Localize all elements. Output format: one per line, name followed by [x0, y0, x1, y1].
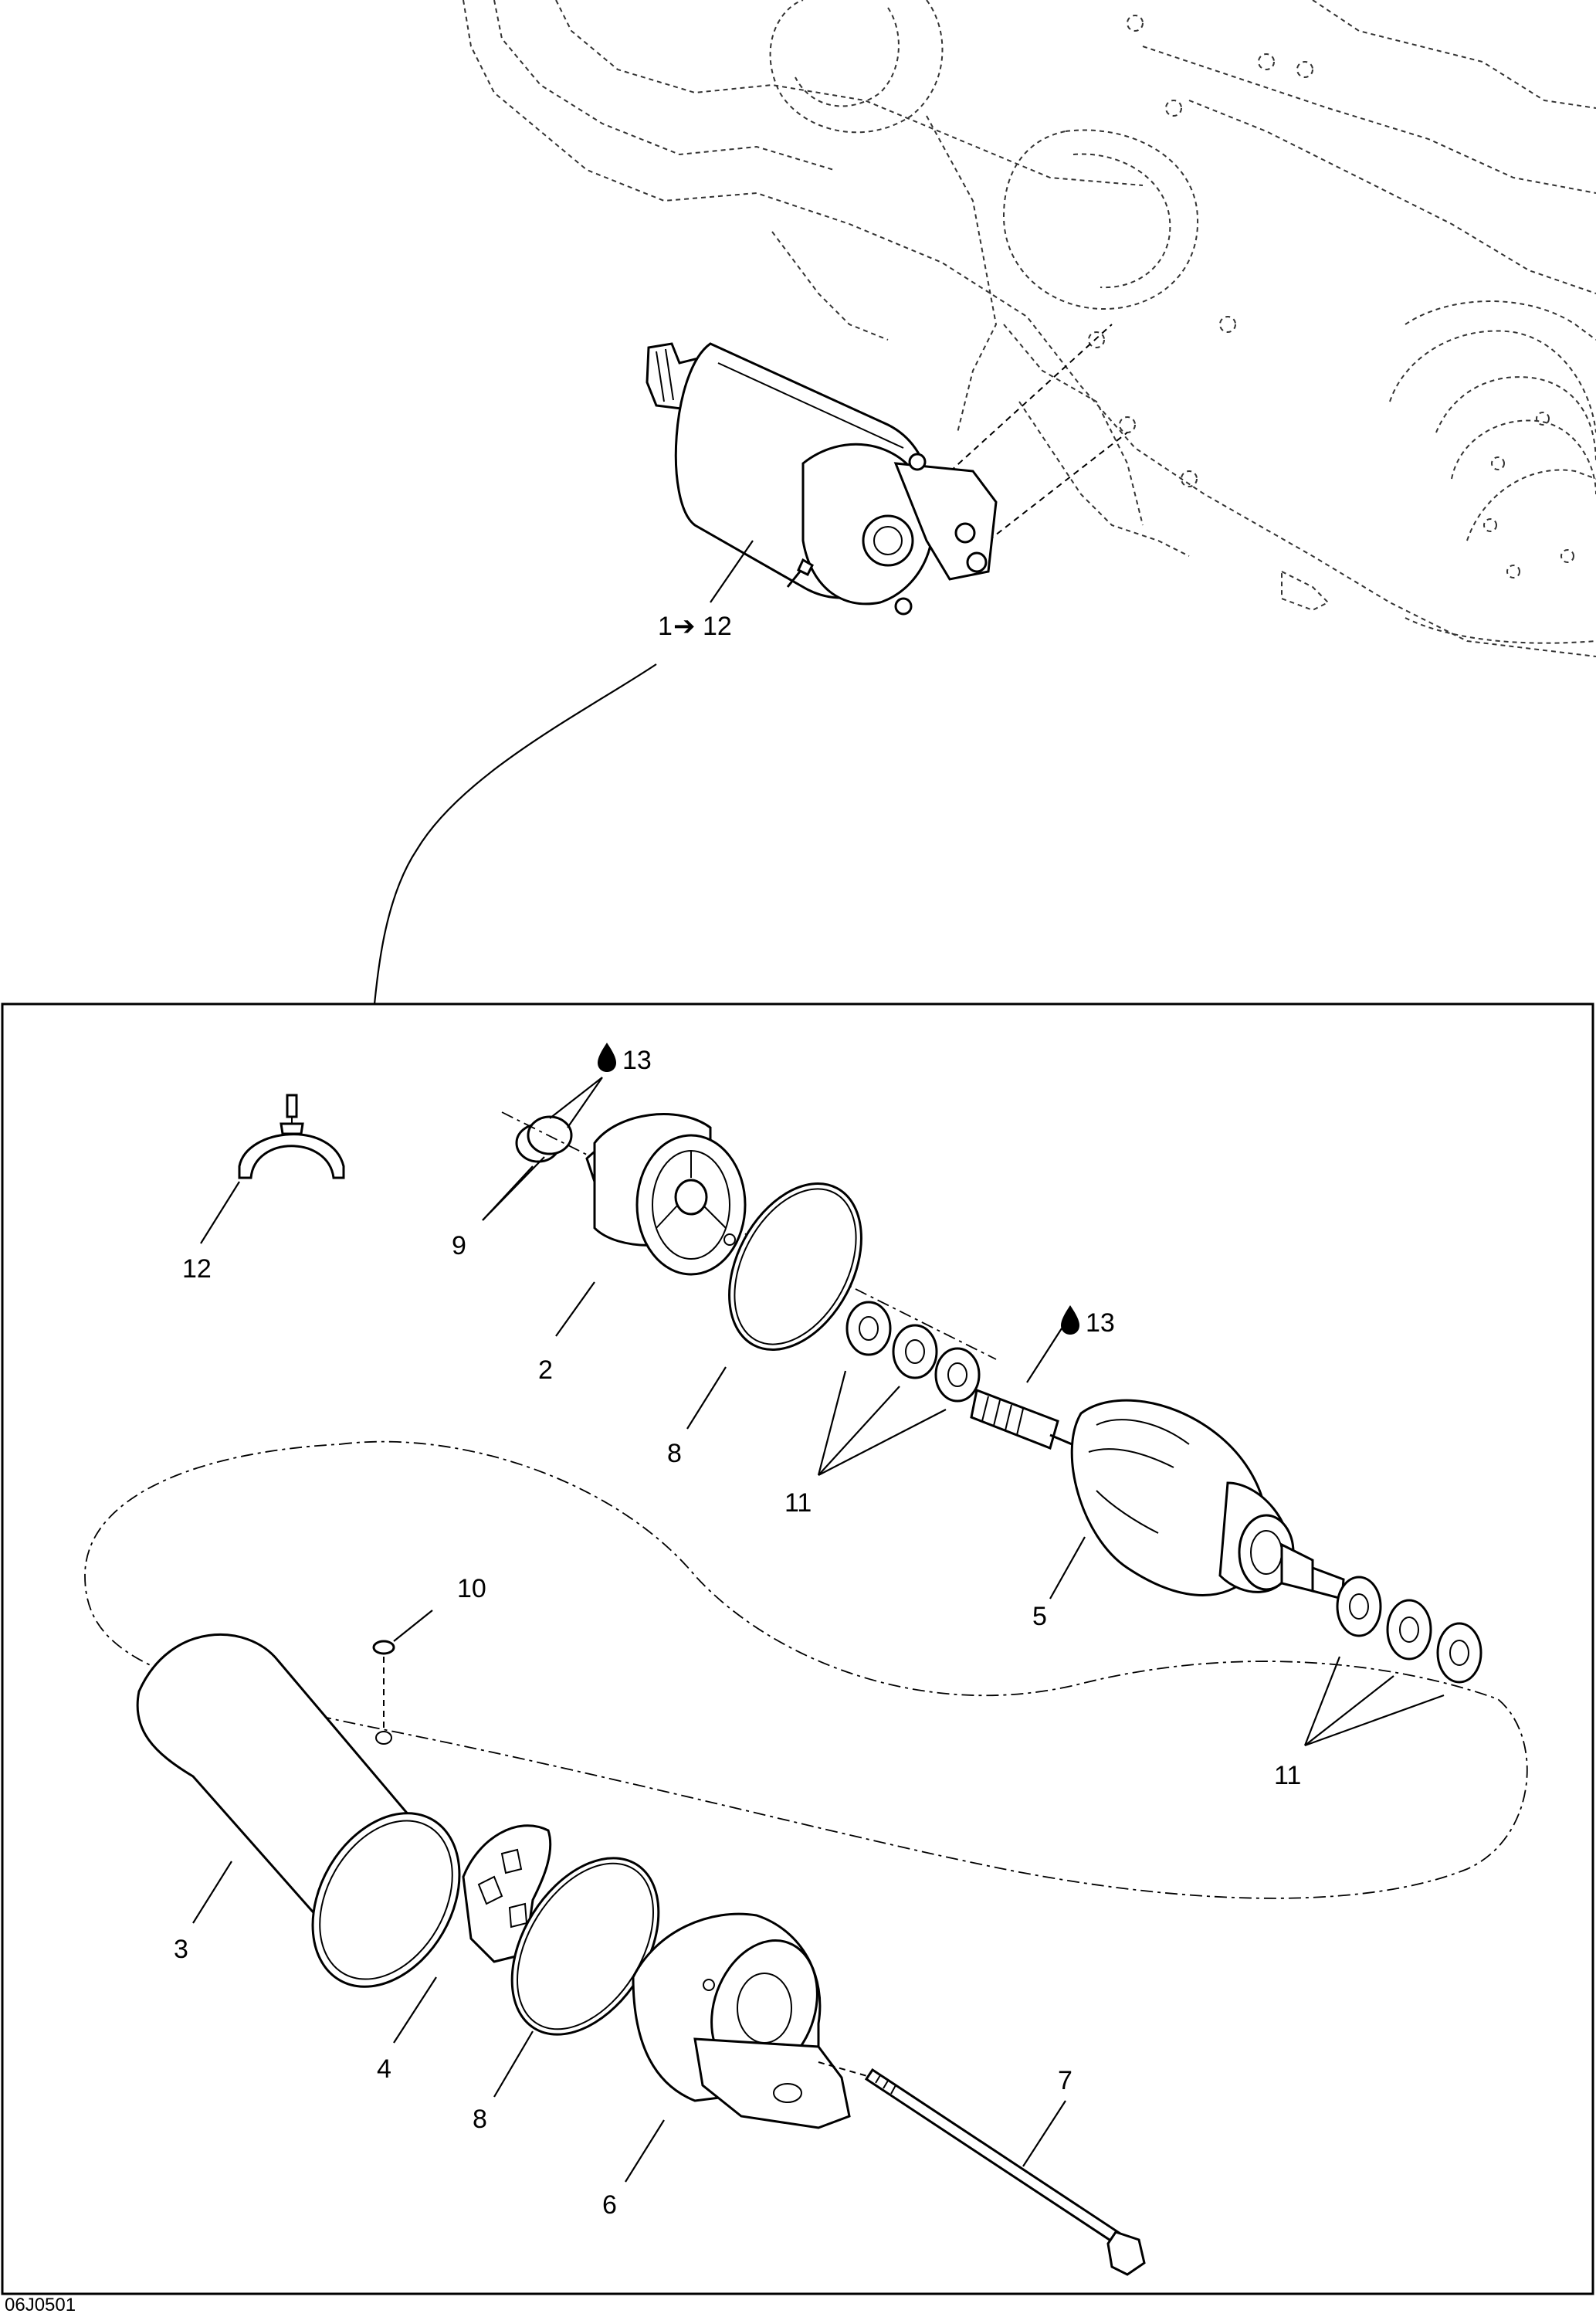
- part-5-armature: [970, 1388, 1345, 1600]
- part-3-yoke-housing: [136, 1633, 461, 1988]
- leader-13-mid: [1026, 1328, 1062, 1383]
- leader-13-top-b: [567, 1077, 603, 1128]
- part-label-11-lower: 11: [1274, 1761, 1301, 1790]
- leader-6: [625, 2119, 665, 2183]
- leader-4: [393, 1976, 437, 2044]
- part-label-8-upper: 8: [667, 1439, 682, 1468]
- assembly-callout-to: 12: [703, 612, 732, 641]
- mount-guide-line: [988, 432, 1128, 541]
- part-2-drive-housing: [585, 1113, 747, 1276]
- figure-code: 06J0501: [5, 2295, 76, 2315]
- part-label-6: 6: [602, 2190, 617, 2220]
- leader-7: [1022, 2100, 1066, 2167]
- assembly-callout-arrow: ➔: [673, 612, 696, 641]
- oil-drop-icon: [1061, 1305, 1079, 1335]
- part-8-seal-ring-upper-inner: [734, 1188, 857, 1345]
- assembly-callout-leader: [710, 540, 754, 603]
- exploded-view-connector: [373, 663, 657, 1005]
- assembly-grouping-loop: [84, 1440, 1528, 1899]
- part-12-bracket: [238, 1094, 345, 1179]
- lubricant-callout-number-top: 13: [622, 1046, 652, 1075]
- part-6-end-cover: [632, 1912, 851, 2129]
- part-label-3: 3: [174, 1935, 188, 1964]
- part-11-washers-lower: [1336, 1576, 1482, 1684]
- oil-drop-icon: [598, 1043, 616, 1072]
- leader-2: [555, 1281, 595, 1337]
- part-label-4: 4: [377, 2054, 391, 2084]
- leader-11-lower-a: [1303, 1656, 1341, 1746]
- leader-10: [393, 1610, 433, 1642]
- part-11-washers-upper: [845, 1301, 981, 1403]
- exploded-view-frame: [1, 1002, 1594, 2295]
- leader-5: [1049, 1536, 1086, 1600]
- lubricant-callout-number-mid: 13: [1086, 1308, 1115, 1338]
- leader-11-lower-b: [1304, 1675, 1394, 1746]
- part-label-5: 5: [1032, 1602, 1047, 1631]
- leader-9b: [482, 1156, 545, 1221]
- assembly-callout-from: 1: [658, 612, 673, 641]
- part-label-8-lower: 8: [473, 2105, 487, 2134]
- engine-ghost-outline: [463, 0, 1596, 657]
- leader-11-upper-a: [817, 1370, 847, 1476]
- part-label-2: 2: [538, 1355, 553, 1385]
- part-label-10: 10: [457, 1574, 486, 1603]
- leader-11-lower-c: [1304, 1694, 1445, 1747]
- part-label-12: 12: [182, 1254, 212, 1284]
- part-label-7: 7: [1058, 2066, 1072, 2095]
- leader-11-upper-c: [818, 1409, 947, 1476]
- leader-12: [200, 1181, 240, 1244]
- leader-8-lower: [493, 2030, 534, 2098]
- part-8-seal-ring-upper: [728, 1182, 862, 1351]
- starter-assembled: [646, 342, 998, 616]
- part-label-9: 9: [452, 1231, 466, 1260]
- part-label-11-upper: 11: [784, 1488, 812, 1518]
- leader-11-upper-b: [818, 1386, 900, 1476]
- leader-3: [192, 1861, 232, 1924]
- part-7-through-bolt: [818, 2061, 1146, 2276]
- mount-guide-line: [941, 324, 1113, 480]
- leader-13-top-a: [549, 1077, 603, 1119]
- leader-8-upper: [686, 1366, 727, 1430]
- part-10-small-seal: [372, 1640, 395, 1655]
